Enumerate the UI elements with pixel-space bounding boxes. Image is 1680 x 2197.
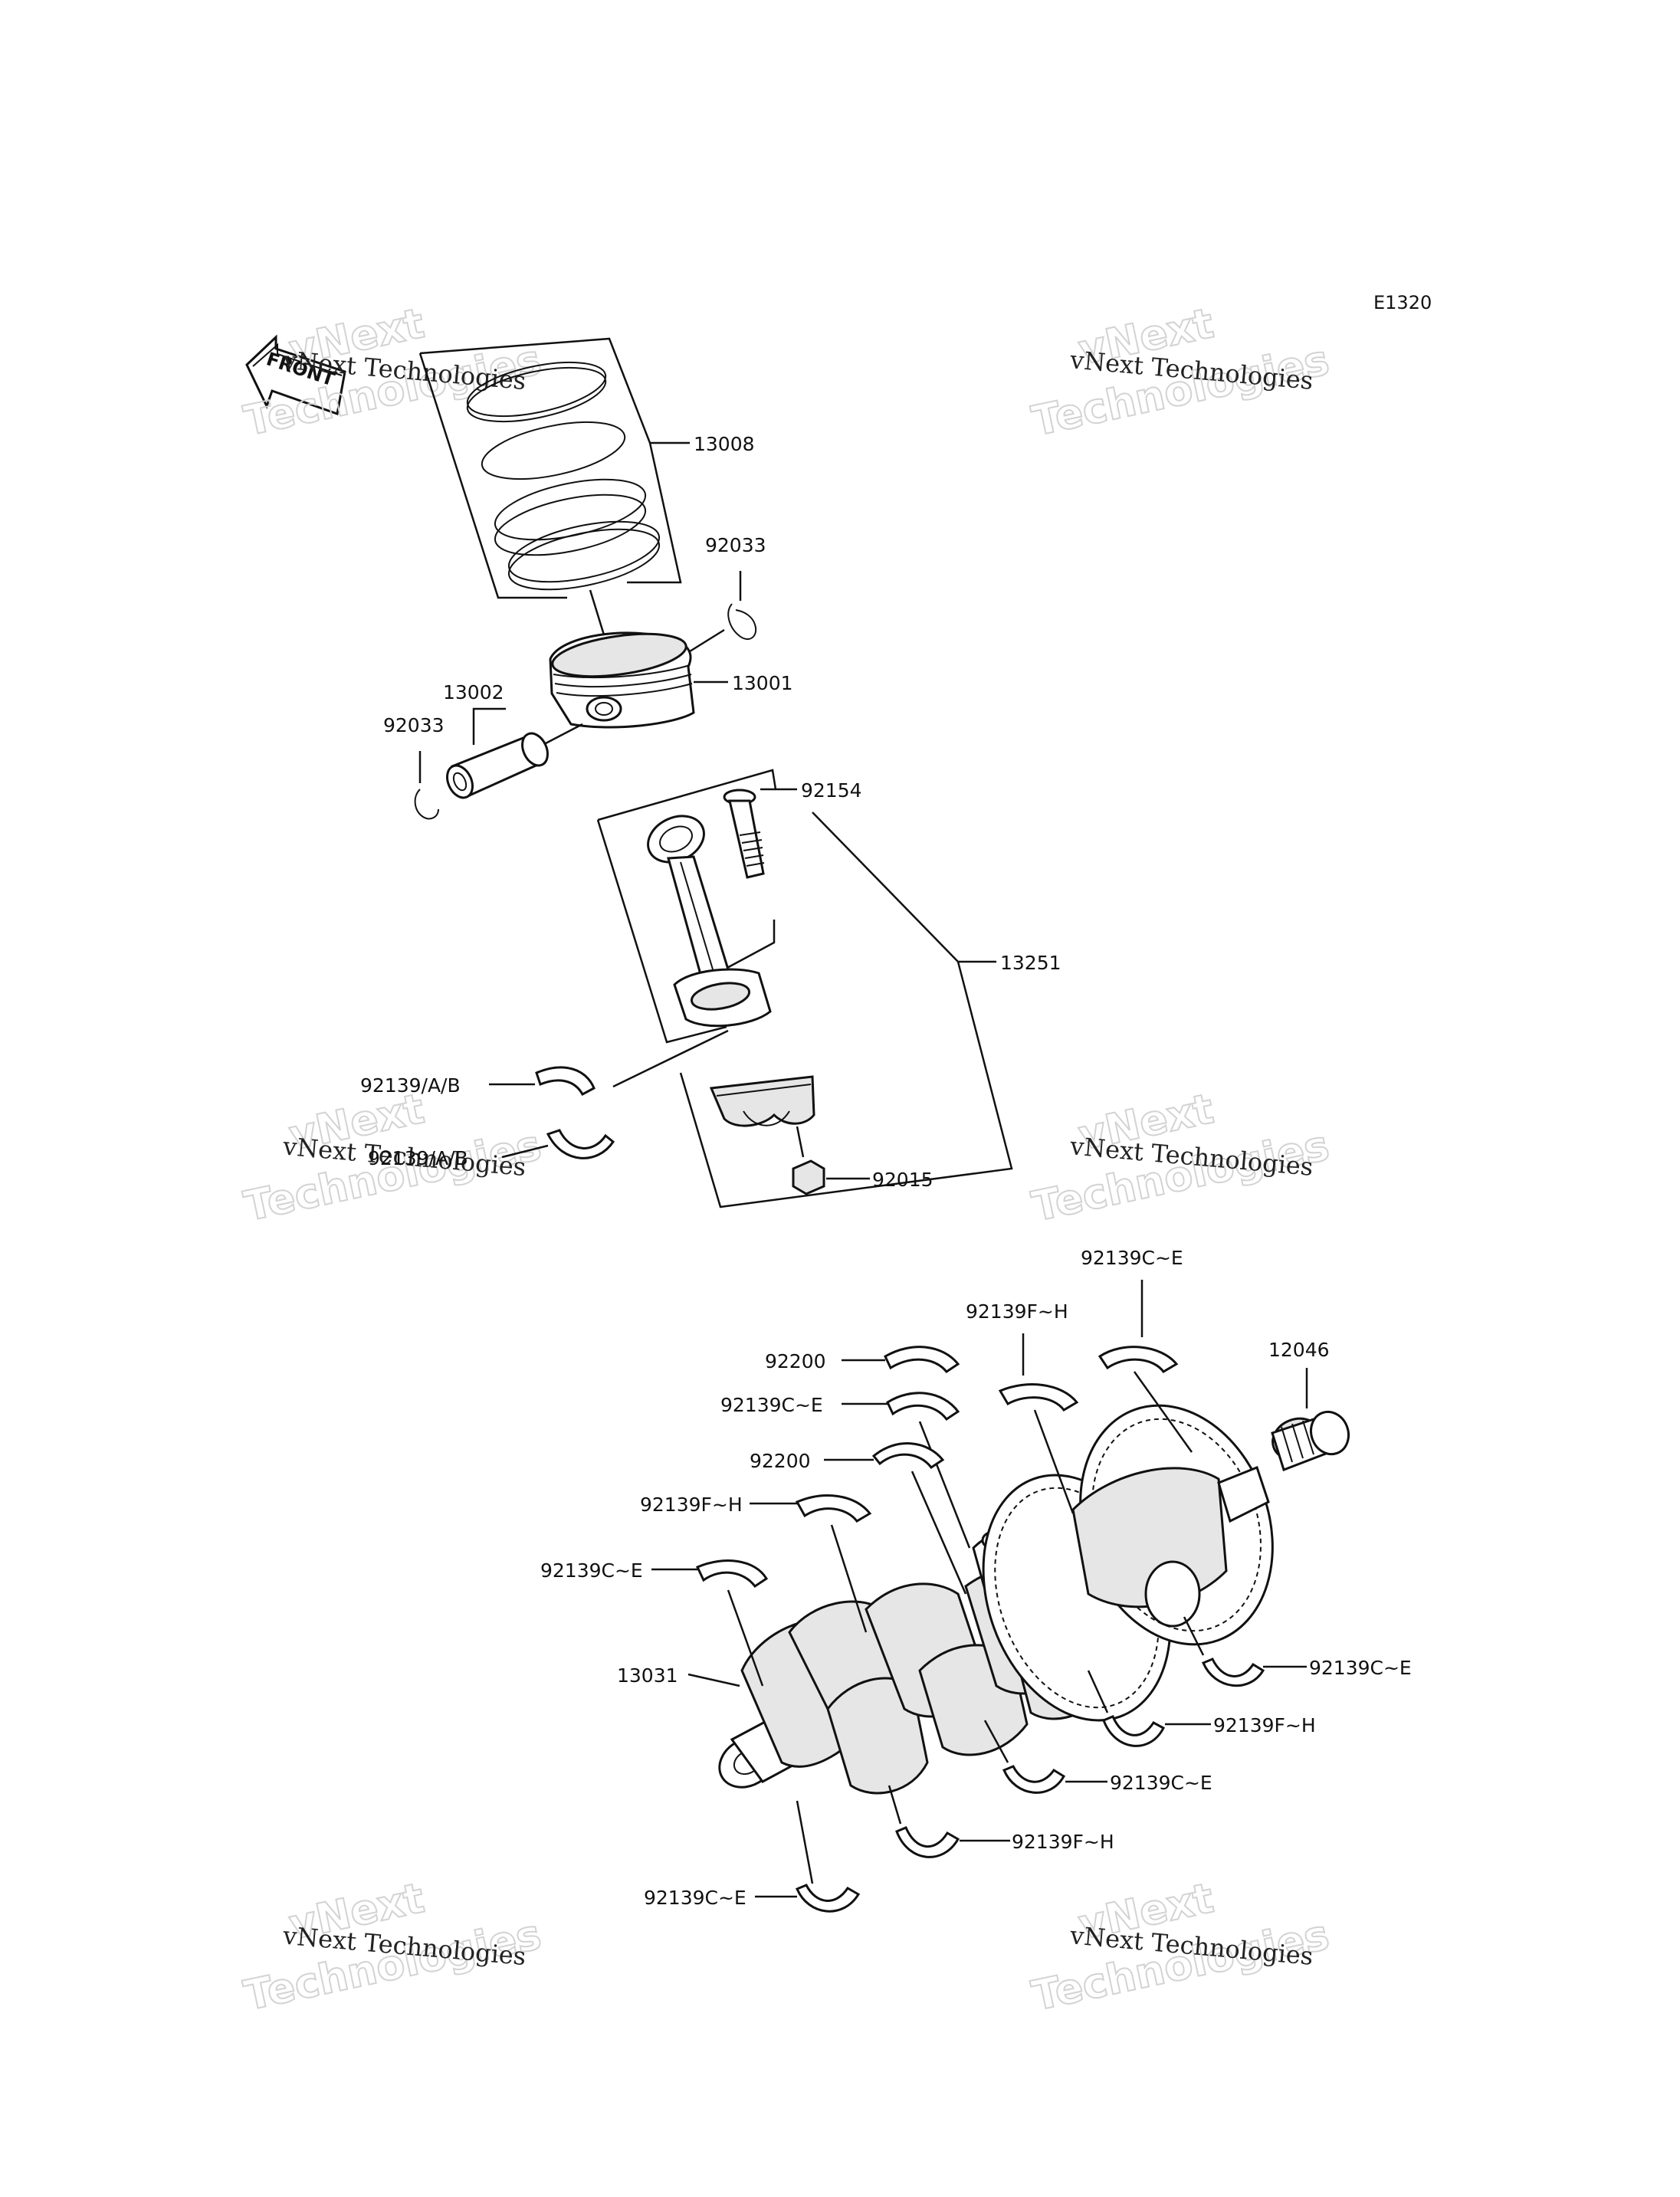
callout-92154: 92154 [801,779,862,802]
callout-92033-right: 92033 [705,534,766,556]
main-bearing-left[interactable] [695,1559,769,1687]
callout-92139ce-top: 92139C~E [1081,1247,1183,1269]
callout-92033-left: 92033 [383,714,445,736]
callout-13001: 13001 [732,672,793,694]
piston-pin-clip-right[interactable] [727,603,757,640]
callout-92015: 92015 [872,1169,934,1191]
callout-92139ce-mid: 92139C~E [720,1394,823,1416]
callout-92139fh-bottom: 92139F~H [1012,1831,1114,1853]
callout-92139ce-left: 92139C~E [540,1559,643,1582]
callout-92139ce-right2: 92139C~E [1110,1772,1212,1794]
main-bearing-fh-top[interactable] [998,1383,1079,1514]
callout-92139fh-right: 92139F~H [1213,1714,1316,1736]
callout-13251: 13251 [1000,952,1061,974]
callout-13008: 13008 [694,433,755,455]
piston-pin-clip-left[interactable] [414,789,439,820]
callout-92139fh-top: 92139F~H [966,1300,1068,1323]
watermark-bottom-left: vNext Technologies vNext Technologies [239,1873,546,2021]
main-bearing-mid[interactable] [886,1392,971,1549]
watermark-bottom-right: vNext Technologies vNext Technologies [1027,1873,1334,2021]
main-bearing-top[interactable] [1098,1346,1193,1453]
conrod-bearing-upper[interactable] [535,1029,729,1097]
callout-92139fh-mid: 92139F~H [640,1494,743,1516]
callout-92139ce-bottom: 92139C~E [644,1887,746,1909]
callout-12046: 12046 [1268,1339,1330,1361]
callout-92200-lower: 92200 [750,1450,811,1472]
watermark-top-left: vNext Technologies vNext Technologies [239,298,546,446]
conrod-cap[interactable] [709,1075,815,1127]
conrod-bolt[interactable] [723,788,797,879]
thrust-washer-upper[interactable] [884,1346,960,1373]
main-bearing-fh-right[interactable] [1087,1670,1166,1747]
watermark-top-right: vNext Technologies vNext Technologies [1027,298,1334,446]
connecting-rod[interactable] [641,808,772,1028]
main-bearing-fh-bottom[interactable] [888,1785,960,1858]
crankshaft[interactable] [710,1379,1304,1797]
callout-92139ab-upper: 92139/A/B [360,1074,461,1097]
main-bearing-right2[interactable] [983,1720,1066,1794]
watermark-mid-right: vNext Technologies vNext Technologies [1027,1084,1334,1231]
callout-13031: 13031 [617,1664,678,1687]
connecting-rod-assembly-frame [596,769,1013,1208]
diagram-code: E1320 [1373,292,1432,313]
main-bearing-bottom[interactable] [796,1800,861,1913]
main-bearing-right1[interactable] [1183,1616,1265,1687]
thrust-washer-lower[interactable] [871,1442,967,1595]
gear-12046[interactable] [1267,1368,1354,1471]
conrod-nut[interactable] [792,1126,870,1195]
callout-13002: 13002 [443,681,504,703]
callout-92139ab-lower: 92139/A/B [368,1147,468,1169]
piston[interactable] [549,589,728,729]
callout-92139ce-right1: 92139C~E [1309,1657,1412,1679]
main-bearing-fh-mid[interactable] [795,1494,872,1633]
piston-pin[interactable] [442,707,583,802]
callout-92200-upper: 92200 [765,1350,826,1372]
conrod-bearing-lower[interactable] [546,1129,615,1159]
